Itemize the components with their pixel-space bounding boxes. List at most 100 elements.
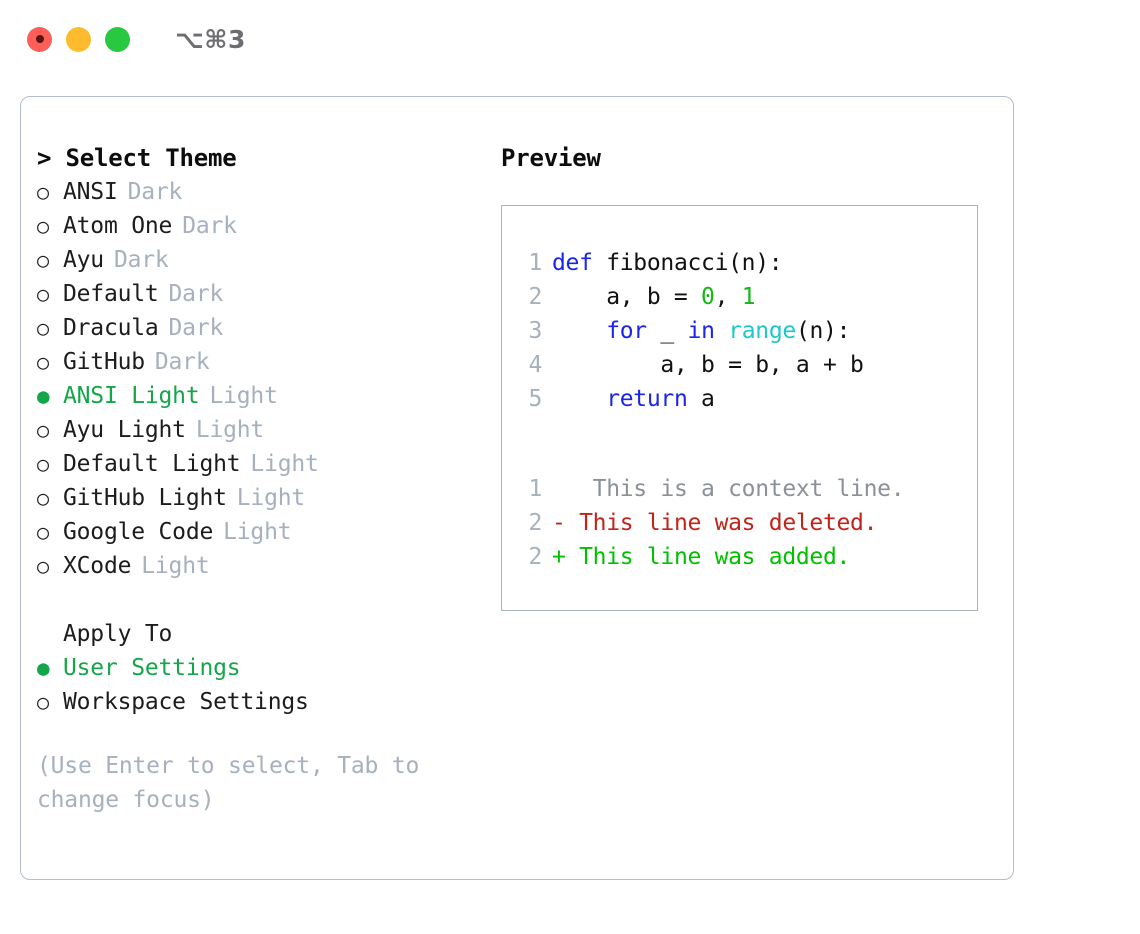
diff-line: 1 This is a context line. [516,472,977,506]
theme-mode-label: Dark [154,349,210,375]
line-number: 2 [528,544,542,570]
code-token [552,386,606,412]
radio-unselected-icon[interactable]: ○ [37,690,49,714]
radio-unselected-icon[interactable]: ○ [37,554,49,578]
code-token: return [606,386,688,412]
keyboard-hint-text: (Use Enter to select, Tab to change focu… [37,753,420,813]
theme-name: Ayu [63,247,104,273]
code-token: for [606,318,647,344]
select-theme-heading: > Select Theme [37,144,237,172]
line-number: 1 [528,476,542,502]
radio-selected-icon[interactable]: ● [37,656,50,680]
theme-name: GitHub [63,349,145,375]
radio-unselected-icon[interactable]: ○ [37,486,49,510]
radio-unselected-icon[interactable]: ○ [37,180,49,204]
theme-list-item[interactable]: ○ Google Code Light [37,515,489,549]
radio-unselected-icon[interactable]: ○ [37,248,49,272]
code-token: in [687,318,715,344]
theme-mode-label: Light [223,519,292,545]
code-line: 3 for _ in range(n): [516,314,977,348]
title-bar: ⌥⌘3 [0,0,1140,78]
theme-mode-label: Dark [113,247,169,273]
theme-mode-label: Light [209,383,278,409]
theme-mode-label: Dark [182,213,237,239]
diff-marker: + [552,544,566,570]
code-token: (n): [795,318,851,344]
maximize-window-button[interactable] [105,26,130,52]
minimize-window-button[interactable] [66,26,91,52]
apply-to-name: User Settings [63,655,241,681]
theme-list-item[interactable]: ○ Ayu Light Light [37,413,489,447]
theme-name: ANSI [63,179,118,205]
theme-name: GitHub Light [63,485,227,511]
theme-mode-label: Light [236,485,306,511]
theme-mode-label: Light [250,451,319,477]
theme-list-item[interactable]: ○ Ayu Dark [37,243,489,277]
theme-name: Default [63,281,159,307]
theme-mode-label: Dark [168,315,224,341]
theme-mode-label: Light [195,417,265,443]
line-number: 5 [528,386,542,412]
theme-name: Ayu Light [63,417,186,443]
radio-selected-icon[interactable]: ● [37,384,50,408]
radio-unselected-icon[interactable]: ○ [37,350,49,374]
code-token: 1 [741,284,756,310]
theme-list-item[interactable]: ○ GitHub Light Light [37,481,489,515]
apply-to-label: Apply To [63,621,173,647]
apply-to-list[interactable]: ● User Settings ○ Workspace Settings [37,651,489,719]
theme-list-item[interactable]: ○ Atom One Dark [37,209,489,243]
diff-line: 2 + This line was added. [516,540,977,574]
keyboard-shortcut-label: ⌥⌘3 [175,24,246,54]
theme-name: Default Light [63,451,241,477]
code-token: range [728,318,796,344]
theme-list-item[interactable]: ○ GitHub Dark [37,345,489,379]
code-token: a, b = b, a + b [552,352,864,378]
code-token [552,318,606,344]
theme-name: Google Code [63,519,214,545]
code-token: 0 [701,284,715,310]
radio-unselected-icon[interactable]: ○ [37,418,49,442]
radio-unselected-icon[interactable]: ○ [37,520,49,544]
theme-name: XCode [63,553,132,579]
diff-sample: 1 This is a context line.2- This line wa… [516,472,977,574]
window-controls [27,26,130,52]
code-line: 4 a, b = b, a + b [516,348,977,382]
code-token: , [714,284,742,310]
spacer [37,583,489,617]
radio-unselected-icon[interactable]: ○ [37,214,49,238]
radio-unselected-icon[interactable]: ○ [37,282,49,306]
apply-to-name: Workspace Settings [63,689,309,715]
radio-unselected-icon[interactable]: ○ [37,316,49,340]
preview-heading: Preview [501,144,601,172]
diff-line: 2- This line was deleted. [516,506,977,540]
apply-to-item[interactable]: ● User Settings [37,651,489,685]
diff-text: This is a context line. [565,476,905,502]
theme-list-item[interactable]: ● ANSI Light Light [37,379,489,413]
code-token [715,318,729,344]
code-token: a [687,386,715,412]
code-line: 5 return a [516,382,977,416]
radio-unselected-icon[interactable]: ○ [37,452,49,476]
diff-text: This line was added. [565,544,851,570]
apply-to-item[interactable]: ○ Workspace Settings [37,685,489,719]
close-window-button[interactable] [27,26,52,52]
code-line: 2 a, b = 0, 1 [516,280,977,314]
line-number: 2 [528,284,542,310]
code-token: def [552,250,607,276]
diff-marker: - [552,510,566,536]
theme-name: ANSI Light [63,383,200,409]
theme-list-item[interactable]: ○ Default Light Light [37,447,489,481]
theme-name: Atom One [63,213,173,239]
diff-marker [552,476,566,502]
